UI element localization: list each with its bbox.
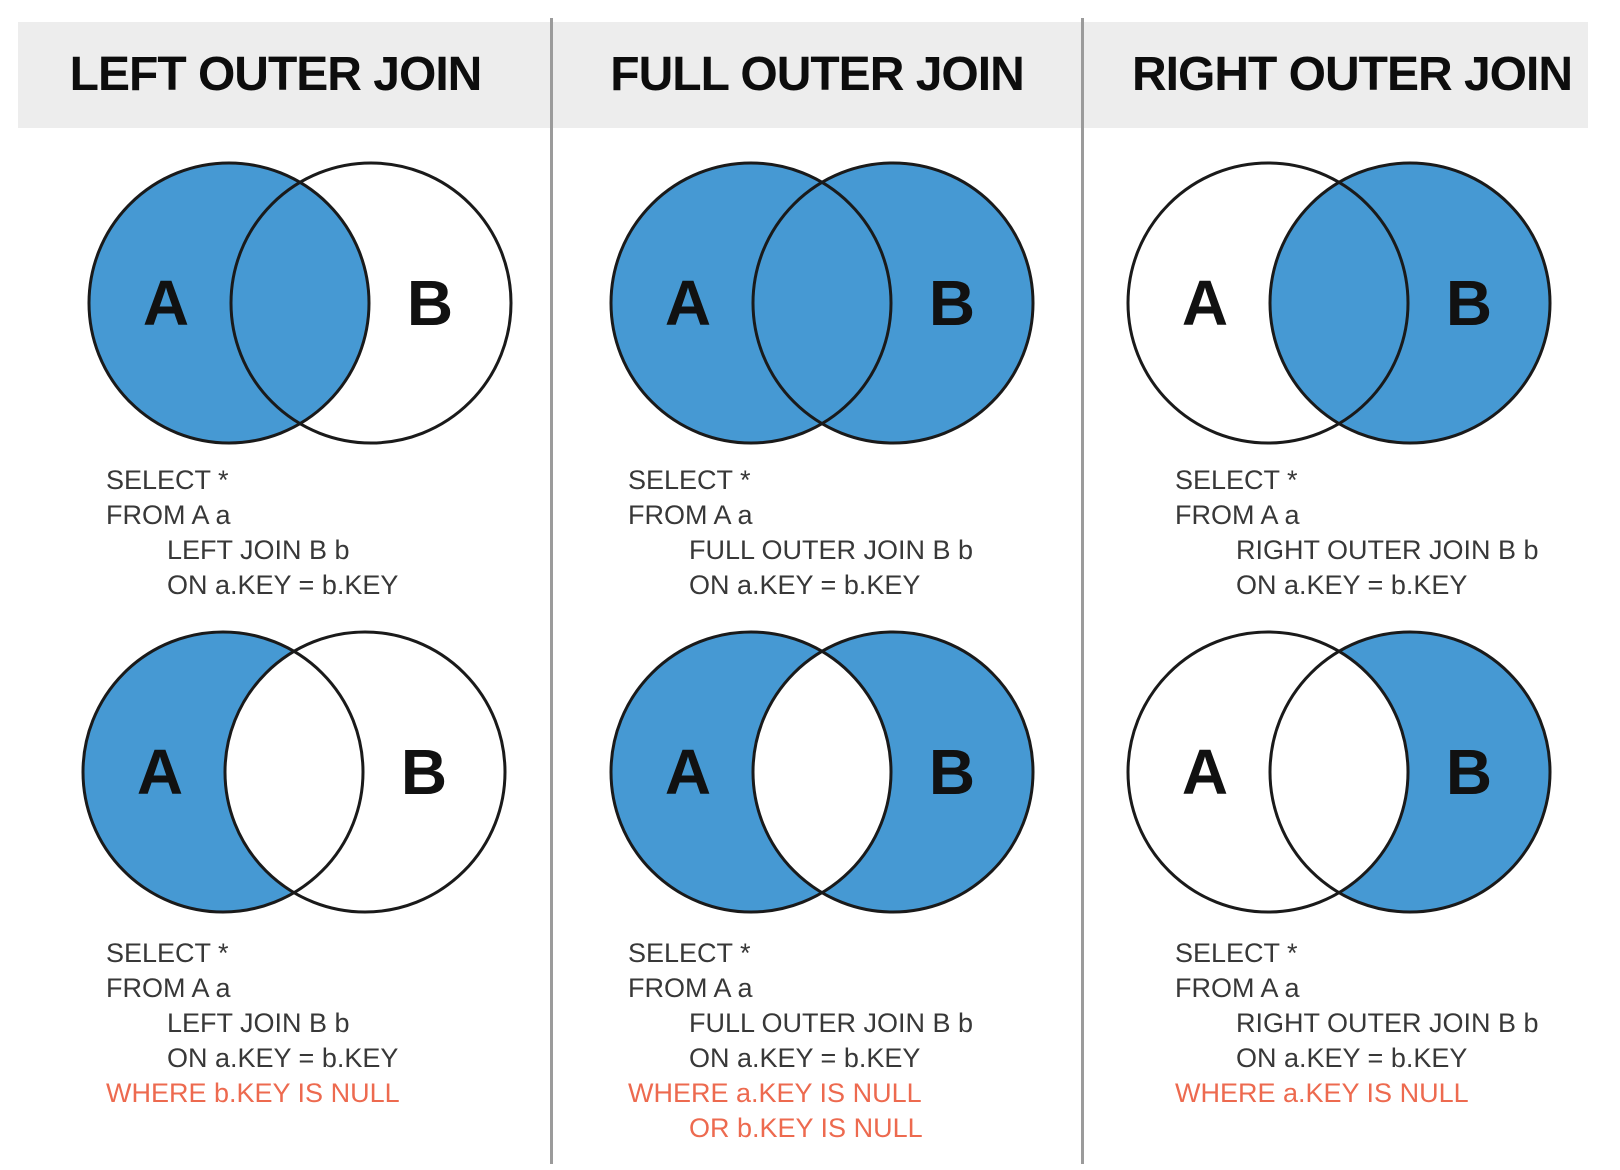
venn-right-anti-join: A B (1126, 630, 1552, 914)
sql-line-where-clause: WHERE b.KEY IS NULL (106, 1078, 400, 1108)
circle-a-label: A (1182, 736, 1228, 808)
circle-b-outline (223, 630, 507, 914)
circle-a-outline (81, 630, 365, 914)
sql-line: ON a.KEY = b.KEY (1236, 570, 1468, 600)
circle-b-outline (751, 630, 1035, 914)
column-divider (550, 18, 553, 1164)
sql-line: ON a.KEY = b.KEY (689, 1043, 921, 1073)
venn-left-anti-join: A B (81, 630, 507, 914)
circle-a-label: A (143, 267, 189, 339)
venn-right-outer-join: A B (1126, 161, 1552, 445)
sql-query-right-outer-join: SELECT * FROM A a RIGHT OUTER JOIN B b O… (1175, 463, 1539, 603)
sql-line: SELECT * (106, 938, 229, 968)
sql-query-left-anti-join: SELECT * FROM A a LEFT JOIN B b ON a.KEY… (106, 936, 400, 1111)
sql-line: FROM A a (106, 973, 231, 1003)
sql-line-where-clause: WHERE a.KEY IS NULL (1175, 1078, 1469, 1108)
venn-full-outer-join: A B (609, 161, 1035, 445)
sql-query-full-outer-join: SELECT * FROM A a FULL OUTER JOIN B b ON… (628, 463, 973, 603)
circle-a-label: A (137, 736, 183, 808)
circle-a-outline (1126, 161, 1410, 445)
sql-line: FROM A a (1175, 973, 1300, 1003)
intersection-region (753, 651, 891, 893)
sql-query-full-anti-join: SELECT * FROM A a FULL OUTER JOIN B b ON… (628, 936, 973, 1146)
sql-line: FROM A a (628, 973, 753, 1003)
sql-line: ON a.KEY = b.KEY (167, 570, 399, 600)
sql-line: SELECT * (628, 938, 751, 968)
sql-query-left-join: SELECT * FROM A a LEFT JOIN B b ON a.KEY… (106, 463, 398, 603)
sql-line: ON a.KEY = b.KEY (1236, 1043, 1468, 1073)
header-band (18, 22, 1588, 128)
circle-b-label: B (929, 267, 975, 339)
sql-line-where-clause: WHERE a.KEY IS NULL (628, 1078, 922, 1108)
column-title-right-outer-join: RIGHT OUTER JOIN (1131, 48, 1573, 101)
sql-query-right-anti-join: SELECT * FROM A a RIGHT OUTER JOIN B b O… (1175, 936, 1539, 1111)
circle-a-label: A (665, 267, 711, 339)
column-title-left-outer-join: LEFT OUTER JOIN (69, 48, 483, 101)
sql-line-or-clause: OR b.KEY IS NULL (689, 1113, 923, 1143)
sql-line: SELECT * (106, 465, 229, 495)
sql-line: SELECT * (1175, 465, 1298, 495)
circle-b-label: B (929, 736, 975, 808)
sql-line: FULL OUTER JOIN B b (689, 1008, 974, 1038)
circle-b-label: B (401, 736, 447, 808)
circle-b-outline (751, 161, 1035, 445)
sql-line: FULL OUTER JOIN B b (689, 535, 974, 565)
circle-b-outline (1268, 161, 1552, 445)
sql-line: LEFT JOIN B b (167, 535, 350, 565)
venn-left-outer-join: A B (87, 161, 513, 445)
intersection-region (231, 182, 369, 424)
sql-line: LEFT JOIN B b (167, 1008, 350, 1038)
circle-a-outline (1126, 630, 1410, 914)
circle-b-outline (1268, 630, 1552, 914)
circle-a-outline (87, 161, 371, 445)
intersection-region (1270, 182, 1408, 424)
circle-b-label: B (1446, 736, 1492, 808)
circle-a-label: A (1182, 267, 1228, 339)
circle-b-outline (229, 161, 513, 445)
sql-line: RIGHT OUTER JOIN B b (1236, 1008, 1539, 1038)
sql-line: SELECT * (1175, 938, 1298, 968)
sql-line: RIGHT OUTER JOIN B b (1236, 535, 1539, 565)
intersection-region (225, 651, 363, 893)
sql-line: FROM A a (628, 500, 753, 530)
intersection-region (1270, 651, 1408, 893)
sql-line: FROM A a (1175, 500, 1300, 530)
intersection-region (753, 182, 891, 424)
venn-full-anti-join: A B (609, 630, 1035, 914)
circle-b-label: B (407, 267, 453, 339)
column-divider (1081, 18, 1084, 1164)
sql-line: ON a.KEY = b.KEY (167, 1043, 399, 1073)
circle-a-label: A (665, 736, 711, 808)
sql-line: SELECT * (628, 465, 751, 495)
circle-a-outline (609, 161, 893, 445)
sql-line: ON a.KEY = b.KEY (689, 570, 921, 600)
circle-a-outline (609, 630, 893, 914)
circle-b-label: B (1446, 267, 1492, 339)
column-title-full-outer-join: FULL OUTER JOIN (610, 48, 1024, 101)
sql-line: FROM A a (106, 500, 231, 530)
